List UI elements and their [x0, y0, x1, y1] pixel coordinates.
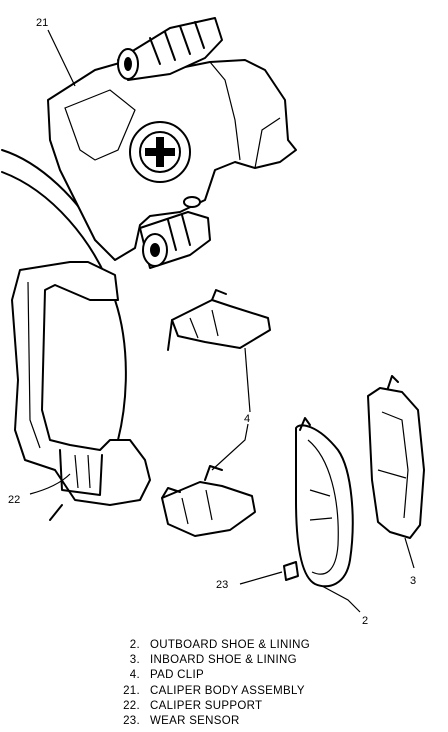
- callout-4: 4: [244, 413, 250, 425]
- legend-number: 23.: [123, 715, 140, 728]
- callout-22: 22: [8, 494, 20, 506]
- legend-label: WEAR SENSOR: [150, 715, 240, 728]
- legend-row: 4. PAD CLIP: [110, 668, 410, 683]
- caliper-body: [47, 59, 297, 261]
- legend-row: 2. OUTBOARD SHOE & LINING: [110, 638, 410, 653]
- callout-3: 3: [410, 575, 416, 587]
- brake-caliper-exploded-diagram: 21 4 3 22 23 2: [1, 17, 425, 627]
- lower-pad-clip: [161, 465, 256, 537]
- legend-row: 21. CALIPER BODY ASSEMBLY: [110, 684, 410, 699]
- legend-label: CALIPER BODY ASSEMBLY: [150, 684, 305, 697]
- legend-number: 2.: [129, 639, 140, 651]
- legend-number: 21.: [123, 684, 140, 697]
- legend-label: PAD CLIP: [150, 669, 204, 682]
- upper-pad-clip: [167, 289, 271, 351]
- legend-label: INBOARD SHOE & LINING: [150, 654, 297, 667]
- upper-guide-pin-boot: [117, 17, 223, 81]
- inboard-shoe: [367, 375, 425, 539]
- callout-2: 2: [362, 615, 368, 627]
- callout-21: 21: [36, 17, 48, 29]
- leader-lines: [29, 29, 415, 613]
- outboard-shoe: [295, 417, 354, 588]
- legend-label: CALIPER SUPPORT: [150, 699, 263, 712]
- legend-number: 3.: [129, 654, 140, 667]
- legend-row: 23. WEAR SENSOR: [110, 714, 410, 729]
- legend-row: 3. INBOARD SHOE & LINING: [110, 653, 410, 668]
- legend-number: 4.: [129, 669, 140, 682]
- legend-label: OUTBOARD SHOE & LINING: [150, 639, 310, 651]
- lower-guide-pin-boot: [139, 211, 211, 269]
- legend-row: 22. CALIPER SUPPORT: [110, 699, 410, 714]
- wear-sensor: [283, 561, 299, 581]
- caliper-support: [11, 261, 151, 521]
- parts-legend: 2. OUTBOARD SHOE & LINING 3. INBOARD SHO…: [110, 638, 410, 729]
- callout-23: 23: [216, 579, 228, 591]
- legend-number: 22.: [123, 699, 140, 712]
